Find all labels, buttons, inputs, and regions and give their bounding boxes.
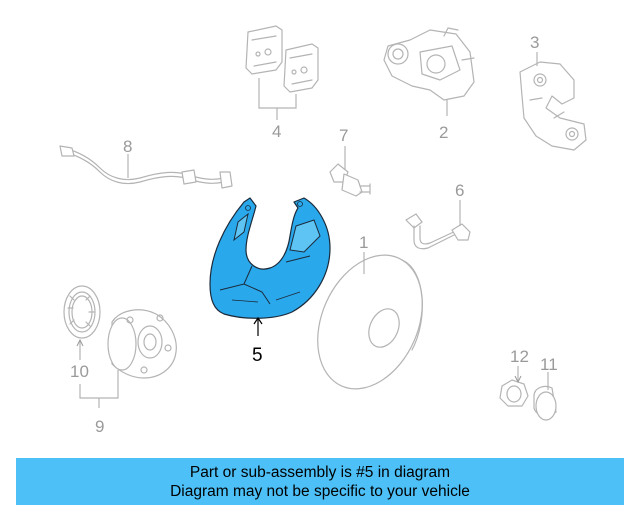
part-12-axle-nut[interactable] bbox=[499, 366, 529, 407]
parts-diagram: 4 2 3 8 7 bbox=[59, 25, 587, 436]
callout-4[interactable]: 4 bbox=[272, 122, 281, 141]
part-11-wheel-bearing-cap[interactable] bbox=[533, 372, 557, 421]
part-3-caliper-bracket[interactable] bbox=[519, 52, 587, 151]
callout-12[interactable]: 12 bbox=[510, 347, 529, 366]
callout-6[interactable]: 6 bbox=[455, 181, 464, 200]
callout-10-arrow bbox=[76, 338, 84, 347]
part-7-sensor-bolt[interactable] bbox=[329, 146, 371, 197]
callout-11[interactable]: 11 bbox=[540, 355, 558, 374]
callout-3[interactable]: 3 bbox=[530, 33, 539, 52]
callout-2[interactable]: 2 bbox=[439, 123, 448, 142]
callout-12-arrow bbox=[514, 375, 522, 384]
banner-line-1: Part or sub-assembly is #5 in diagram bbox=[189, 463, 451, 481]
part-1-brake-rotor[interactable] bbox=[298, 239, 443, 406]
info-banner: Part or sub-assembly is #5 in diagram Di… bbox=[16, 458, 624, 505]
brake-shield-body[interactable] bbox=[209, 197, 331, 319]
part-9-wheel-hub[interactable] bbox=[79, 309, 177, 408]
callout-9[interactable]: 9 bbox=[95, 417, 104, 436]
callout-7[interactable]: 7 bbox=[339, 126, 348, 145]
callout-8[interactable]: 8 bbox=[123, 137, 132, 156]
part-10-abs-tone-ring[interactable] bbox=[63, 285, 101, 360]
part-4-brake-pads[interactable] bbox=[245, 25, 319, 120]
callout-1[interactable]: 1 bbox=[359, 233, 368, 252]
part-2-caliper[interactable] bbox=[383, 27, 475, 116]
part-6-brake-hose[interactable] bbox=[405, 200, 471, 250]
callout-10[interactable]: 10 bbox=[70, 362, 89, 381]
part-5-brake-shield[interactable] bbox=[209, 197, 331, 319]
callout-5[interactable]: 5 bbox=[252, 345, 263, 366]
banner-line-2: Diagram may not be specific to your vehi… bbox=[170, 482, 470, 500]
part-8-abs-sensor-cable[interactable] bbox=[59, 145, 233, 189]
callout-5-arrow bbox=[253, 316, 263, 336]
